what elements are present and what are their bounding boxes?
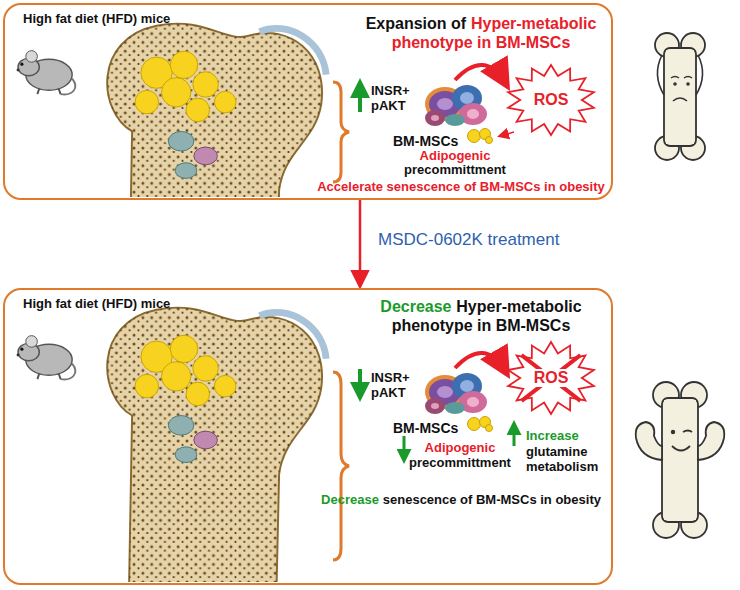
text-group: Adipogenic: [395, 148, 515, 163]
label-text: BM-MSCs: [393, 133, 458, 149]
label-text: INSR+ pAKT: [371, 370, 410, 400]
text-group: Accelerate senescence of BM-MSCs in obes…: [310, 179, 612, 194]
label-text: Decrease: [321, 492, 379, 507]
text-group: precommittment: [395, 162, 515, 177]
label-text: precommittment: [404, 162, 506, 177]
text-group: Adipogenic: [405, 440, 515, 455]
text-group: Expansion ofHyper-metabolic phenotype in…: [350, 15, 612, 53]
label-text: Expansion of: [366, 15, 466, 32]
text-group: DecreaseHyper-metabolic phenotype in BM-…: [350, 298, 612, 336]
text-group: INSR+ pAKT: [371, 83, 417, 114]
label-text: High fat diet (HFD) mice: [23, 296, 170, 311]
edge-label: MSDC-0602K treatment: [376, 230, 561, 250]
text-group: Increase: [526, 428, 614, 443]
text-group: High fat diet (HFD) mice: [23, 296, 243, 311]
text-group: glutamine metabolism: [526, 444, 614, 475]
label-text: ROS: [532, 91, 571, 109]
panel-box: High fat diet (HFD) mice Expansion ofHype…: [3, 3, 613, 200]
text-group: BM-MSCs: [393, 420, 469, 437]
label-text: BM-MSCs: [393, 420, 458, 436]
text-group: INSR+ pAKT: [371, 370, 417, 401]
label-text: senescence of BM-MSCs in obesity: [383, 492, 601, 507]
label-text: Accelerate senescence of BM-MSCs in obes…: [317, 179, 605, 194]
label-text: Decrease: [380, 298, 451, 315]
ros-starburst: ROS: [505, 63, 597, 137]
text-group: precommittment: [405, 455, 515, 470]
label-text: ROS: [532, 369, 571, 387]
label-text: Adipogenic: [425, 440, 496, 455]
label-text: Increase: [526, 428, 579, 443]
label-text: Adipogenic: [420, 148, 491, 163]
panel-box: High fat diet (HFD) mice DecreaseHyper-me…: [3, 288, 613, 585]
label-text: INSR+ pAKT: [371, 83, 410, 113]
label-text: precommittment: [409, 455, 511, 470]
text-group: High fat diet (HFD) mice: [23, 11, 243, 26]
ros-starburst: ROS: [505, 340, 597, 416]
flow-arrow: [359, 200, 362, 287]
text-group: Decrease senescence of BM-MSCs in obesity: [310, 492, 612, 507]
label-text: High fat diet (HFD) mice: [23, 11, 170, 26]
text-group: BM-MSCs: [393, 133, 469, 150]
label-text: glutamine metabolism: [526, 444, 598, 474]
